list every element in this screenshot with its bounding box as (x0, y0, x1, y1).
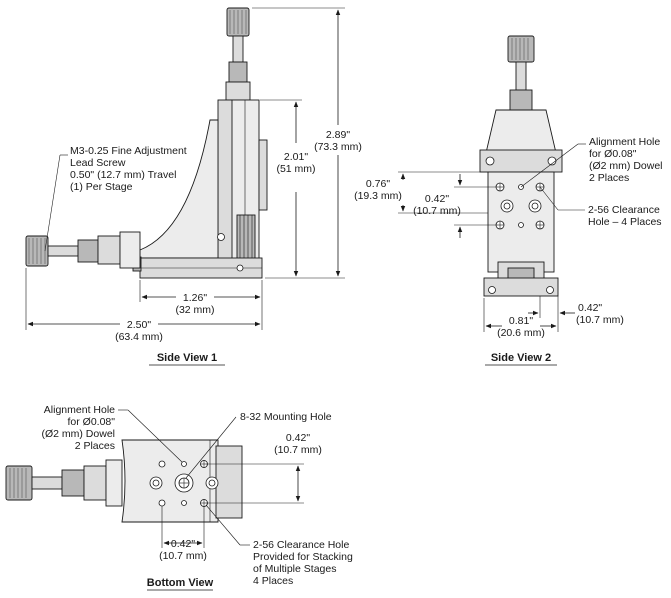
sv2-dim-076-mm: (19.3 mm) (354, 190, 402, 202)
dim-overall-width-in: 2.50" (127, 319, 151, 331)
dim-total-height-mm: (73.3 mm) (314, 141, 362, 153)
callout-screw-line1: M3-0.25 Fine Adjustment (70, 145, 187, 157)
sv2-alignment-line2: for Ø0.08" (589, 148, 637, 160)
bv-dim-horizontal-mm: (10.7 mm) (159, 550, 207, 562)
dim-stage-height-in: 2.01" (284, 151, 308, 163)
bv-alignment-line1: Alignment Hole (44, 404, 115, 416)
sv2-dim-081-mm: (20.6 mm) (497, 327, 545, 339)
bv-alignment-line3: (Ø2 mm) Dowel (41, 428, 115, 440)
dim-total-height-in: 2.89" (326, 129, 350, 141)
sv2-clearance-line2: Hole – 4 Places (588, 216, 662, 228)
caption-bottom-view: Bottom View (147, 577, 214, 589)
dim-base-width-mm: (32 mm) (175, 304, 214, 316)
bv-dim-vertical-in: 0.42" (286, 432, 310, 444)
bv-alignment-leader (127, 409, 183, 463)
side-adjuster-screw (25, 231, 141, 269)
alignment-leader (520, 143, 579, 188)
sv2-dim-042v-in: 0.42" (425, 193, 449, 205)
clearance-leader (539, 186, 559, 211)
bottom-adjuster (5, 459, 123, 507)
top-adjuster-knob (225, 7, 251, 101)
vertical-stage-body (217, 99, 268, 261)
side-view-2: Alignment Hole for Ø0.08" (Ø2 mm) Dowel … (354, 35, 663, 366)
sv2-dim-042h-in: 0.42" (578, 302, 602, 314)
callout-screw-line4: (1) Per Stage (70, 181, 133, 193)
sv2-clearance-line1: 2-56 Clearance (588, 204, 660, 216)
angle-bracket (139, 119, 219, 259)
bv-mounting-leader (185, 416, 237, 479)
caption-side-view-1: Side View 1 (157, 352, 217, 364)
bracket-screw (217, 233, 225, 241)
sv2-dim-081-in: 0.81" (509, 315, 533, 327)
bv-alignment-line4: 2 Places (75, 440, 115, 452)
side-view-1: M3-0.25 Fine Adjustment Lead Screw 0.50"… (25, 7, 362, 366)
bottom-stage-left (121, 439, 219, 523)
dim-overall-width-mm: (63.4 mm) (115, 331, 163, 343)
bv-dim-horizontal-in: 0.42" (171, 538, 195, 550)
screw-leader (44, 154, 61, 252)
bv-clearance-leader (205, 504, 241, 546)
sv2-alignment-line4: 2 Places (589, 172, 629, 184)
dim-stage-height-mm: (51 mm) (276, 163, 315, 175)
callout-screw-line2: Lead Screw (70, 157, 126, 169)
sv2-dim-076-in: 0.76" (366, 178, 390, 190)
sv2-alignment-line3: (Ø2 mm) Dowel (589, 160, 663, 172)
bv-clearance-line2: Provided for Stacking (253, 551, 353, 563)
base-stage (132, 256, 263, 279)
callout-screw-line3: 0.50" (12.7 mm) Travel (70, 169, 176, 181)
bottom-stage-right (215, 445, 243, 519)
dim-base-width-in: 1.26" (183, 292, 207, 304)
front-plate-holes (495, 182, 545, 230)
caption-side-view-2: Side View 2 (491, 352, 551, 364)
bv-clearance-line1: 2-56 Clearance Hole (253, 539, 349, 551)
bv-clearance-line3: of Multiple Stages (253, 563, 336, 575)
sv2-dim-042h-mm: (10.7 mm) (576, 314, 624, 326)
bottom-holes (149, 460, 219, 507)
sv2-dim-042v-mm: (10.7 mm) (413, 205, 461, 217)
bottom-view: Alignment Hole for Ø0.08" (Ø2 mm) Dowel … (5, 404, 353, 591)
front-adjuster-knob (507, 35, 535, 111)
bv-mounting-label: 8-32 Mounting Hole (240, 411, 332, 423)
sv2-alignment-line1: Alignment Hole (589, 136, 660, 148)
bv-clearance-line4: 4 Places (253, 575, 293, 587)
bv-dim-vertical-mm: (10.7 mm) (274, 444, 322, 456)
bv-alignment-line2: for Ø0.08" (67, 416, 115, 428)
